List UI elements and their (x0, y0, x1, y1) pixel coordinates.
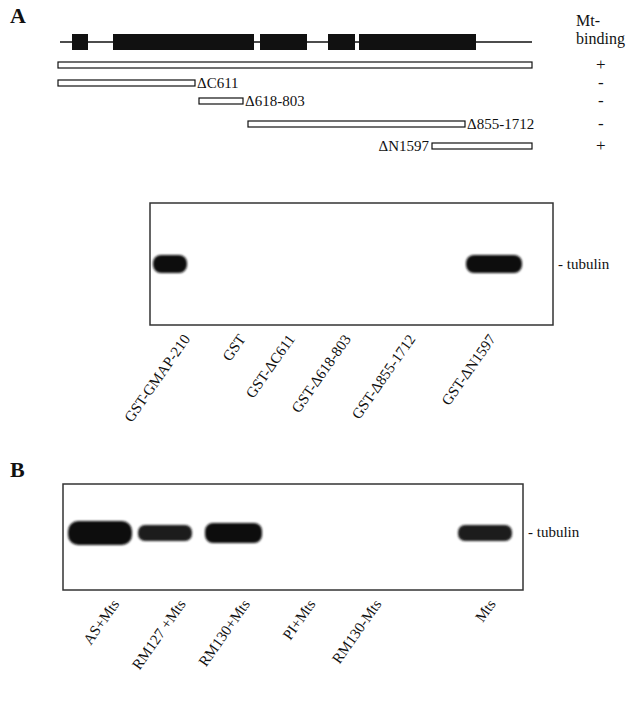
construct-bar (58, 80, 195, 86)
tubulin-band (138, 525, 192, 541)
lane-label: GST-ΔN1597 (438, 331, 499, 408)
lane-label: RM130-Mts (329, 596, 385, 666)
binding-result: + (596, 56, 606, 75)
binding-result: - (598, 115, 604, 134)
domain-block (359, 34, 476, 50)
construct-bar (199, 98, 243, 104)
domain-block (328, 34, 355, 50)
tubulin-band (153, 255, 187, 273)
lane-label: GST (219, 331, 249, 364)
band-label: - tubulin (528, 524, 579, 541)
domain-block (260, 34, 307, 50)
blot-frame (63, 484, 523, 590)
tubulin-band (466, 255, 522, 273)
tubulin-band (458, 525, 512, 541)
domain-block (113, 34, 254, 50)
lane-label: PI+Mts (279, 596, 318, 642)
band-label: - tubulin (558, 256, 609, 273)
lane-label: GST-ΔC611 (243, 331, 299, 401)
lane-label: RM127 +Mts (129, 596, 189, 672)
lane-label: Mts (472, 596, 499, 625)
column-heading: Mt- binding (576, 12, 625, 47)
construct-bar (58, 62, 532, 68)
blot-frame (150, 203, 553, 325)
lane-label: RM130+Mts (196, 596, 254, 669)
construct-name: ΔC611 (197, 75, 239, 92)
binding-result: - (598, 74, 604, 93)
tubulin-band (205, 523, 262, 543)
lane-label: GST-Δ855-1712 (348, 331, 418, 422)
domain-block (72, 34, 88, 50)
binding-result: - (598, 92, 604, 111)
binding-result: + (596, 137, 606, 156)
panel-letter: A (10, 4, 26, 28)
construct-name: ΔN1597 (379, 138, 429, 155)
construct-bar (432, 143, 532, 149)
construct-bar (248, 121, 465, 127)
tubulin-band (68, 521, 132, 545)
construct-name: Δ855-1712 (467, 116, 534, 133)
lane-label: AS+Mts (80, 596, 123, 647)
construct-name: Δ618-803 (245, 93, 305, 110)
lane-label: GST-Δ618-803 (289, 331, 355, 416)
lane-label: GST-GMAP-210 (121, 331, 193, 425)
panel-letter: B (10, 458, 25, 482)
